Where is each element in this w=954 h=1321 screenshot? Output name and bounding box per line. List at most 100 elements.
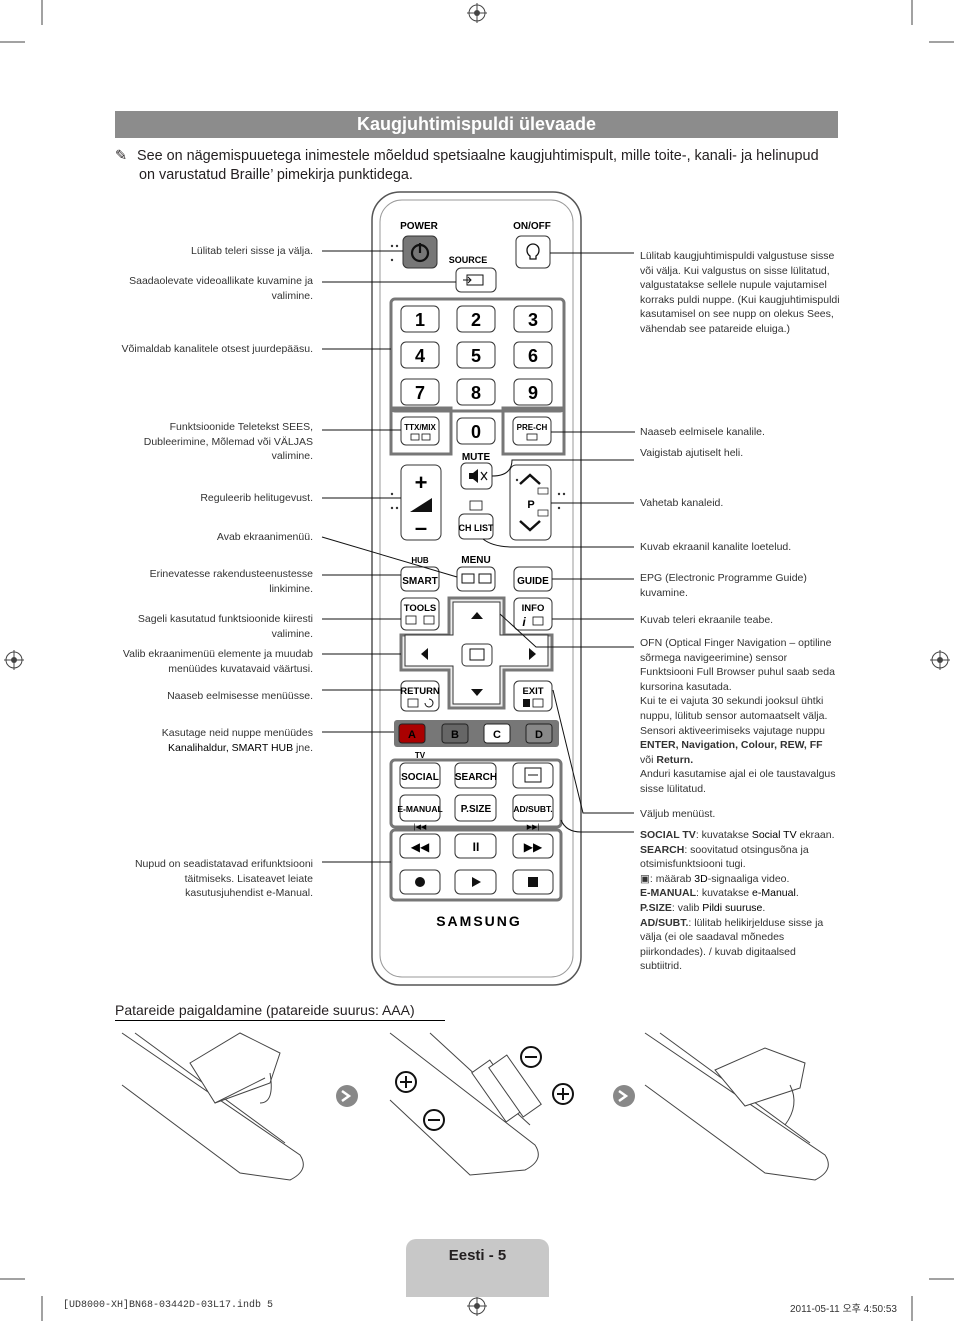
label-menu: Avab ekraanimenüü. xyxy=(216,531,313,543)
emanual-button xyxy=(399,794,441,822)
onoff-label: ON/OFF xyxy=(513,221,551,232)
chlist-label: CH LIST xyxy=(459,523,495,533)
label-digits: Võimaldab kanalitele otsest juurdepääsu. xyxy=(121,343,313,355)
record-icon xyxy=(415,877,425,887)
digit-button-5 xyxy=(456,341,496,369)
battery-heading: Patareide paigaldamine (patareide suurus… xyxy=(115,1002,415,1018)
social-label: SOCIAL xyxy=(401,772,439,783)
callout-lines xyxy=(321,250,635,863)
digit-button-4 xyxy=(400,341,440,369)
color-buttons: A B C D xyxy=(398,723,553,744)
label-mute: Vaigistab ajutiselt heli. xyxy=(640,447,744,459)
emanual-label: E-MANUAL xyxy=(397,804,442,814)
label-return: Naaseb eelmisesse menüüsse. xyxy=(167,690,313,702)
label-ttx: Funktsioonide Teletekst SEES, Dubleerimi… xyxy=(143,421,313,463)
digit-button-1 xyxy=(400,305,440,333)
ttx-label: TTX/MIX xyxy=(404,423,436,432)
enter-button xyxy=(461,643,493,667)
footer-filename: [UD8000-XH]BN68-03442D-03L17.indb 5 xyxy=(63,1300,274,1311)
info-button xyxy=(513,597,553,631)
svg-text:|◀◀: |◀◀ xyxy=(414,824,427,831)
light-button xyxy=(515,235,551,269)
pause-icon: II xyxy=(473,840,480,854)
digit-button-3 xyxy=(513,305,553,333)
page-title: Kaugjuhtimispuldi ülevaade xyxy=(115,111,838,138)
color-label-c: C xyxy=(493,729,501,741)
power-label: POWER xyxy=(400,221,439,232)
label-volume: Reguleerib helitugevust. xyxy=(200,492,313,504)
digit-button-9 xyxy=(513,378,553,406)
svg-text:–: – xyxy=(415,515,427,540)
digit-button-0 xyxy=(456,417,496,445)
smart-button xyxy=(400,566,440,592)
page-number-tab: Eesti - 5 xyxy=(406,1239,549,1297)
svg-text:▶▶|: ▶▶| xyxy=(527,824,540,831)
ff-icon: ▶▶ xyxy=(524,840,543,854)
rewind-button xyxy=(399,833,441,859)
digit-button-6 xyxy=(513,341,553,369)
label-dpad: Valib ekraanimenüü elemente ja muudab me… xyxy=(122,648,313,675)
footer-date: 2011-05-11 오후 4:50:53 xyxy=(790,1304,897,1315)
color-button-c xyxy=(483,723,511,744)
mute-label: MUTE xyxy=(462,452,491,463)
volume-rocker xyxy=(400,464,442,541)
intro-line-1: See on nägemispuuetega inimestele mõeldu… xyxy=(137,148,819,164)
info-label: INFO xyxy=(522,603,545,614)
digit-label-8: 8 xyxy=(471,383,481,403)
search-button xyxy=(454,762,497,789)
source-button xyxy=(455,267,497,293)
color-button-d xyxy=(525,723,553,744)
menu-button xyxy=(456,566,496,592)
search-label: SEARCH xyxy=(455,772,497,783)
social-button xyxy=(399,762,441,789)
color-label-d: D xyxy=(535,729,543,741)
digit-button-7 xyxy=(400,378,440,406)
samsung-logo: SAMSUNG xyxy=(436,913,522,929)
prech-button xyxy=(512,416,552,446)
pencil-note-icon: ✎ xyxy=(115,148,128,164)
label-light: Lülitab kaugjuhtimispuldi valgustuse sis… xyxy=(640,250,840,335)
ttx-button xyxy=(400,416,440,446)
play-icon xyxy=(472,877,481,887)
label-prech: Naaseb eelmisele kanalile. xyxy=(640,426,765,438)
psize-label: P.SIZE xyxy=(461,804,492,815)
prech-label: PRE-CH xyxy=(517,423,548,432)
tools-label: TOOLS xyxy=(404,603,437,614)
color-button-b xyxy=(441,723,469,744)
psize-button xyxy=(454,794,497,822)
stop-icon xyxy=(528,877,538,887)
adsubt-label: AD/SUBT. xyxy=(513,804,552,814)
color-label-b: B xyxy=(451,729,459,741)
p-label: P xyxy=(527,499,534,511)
label-chlist: Kuvab ekraanil kanalite loetelud. xyxy=(640,541,792,553)
label-smart: Erinevatesse rakendusteenustesse linkimi… xyxy=(149,568,313,595)
digit-label-4: 4 xyxy=(415,346,425,366)
digit-label-5: 5 xyxy=(471,346,481,366)
color-label-a: A xyxy=(408,729,416,741)
source-label: SOURCE xyxy=(449,255,488,265)
digit-label-3: 3 xyxy=(528,310,538,330)
label-guide: EPG (Electronic Programme Guide) kuvamin… xyxy=(640,572,807,599)
rewind-icon: ◀◀ xyxy=(411,840,430,854)
digit-label-9: 9 xyxy=(528,383,538,403)
guide-label: GUIDE xyxy=(517,576,549,587)
tv-label: TV xyxy=(415,751,426,760)
bulb-icon xyxy=(526,243,540,260)
label-exit: Väljub menüüst. xyxy=(640,808,716,820)
adsubt-button xyxy=(512,794,554,822)
smart-label: SMART xyxy=(402,576,438,587)
label-info: Kuvab teleri ekraanile teabe. xyxy=(640,614,774,626)
digit-label-1: 1 xyxy=(415,310,425,330)
label-media: Nupud on seadistatavad erifunktsiooni tä… xyxy=(134,858,313,900)
intro-note: ✎ See on nägemispuuetega inimestele mõeld… xyxy=(115,147,855,185)
return-button xyxy=(400,680,440,712)
tools-button xyxy=(400,597,440,631)
label-channel: Vahetab kanaleid. xyxy=(640,497,724,509)
return-label: RETURN xyxy=(400,686,440,697)
hub-label: HUB xyxy=(411,556,429,565)
polarity-icons xyxy=(395,1046,574,1131)
label-smart-keys: SOCIAL TV: kuvatakse Social TV ekraan. S… xyxy=(640,829,835,973)
